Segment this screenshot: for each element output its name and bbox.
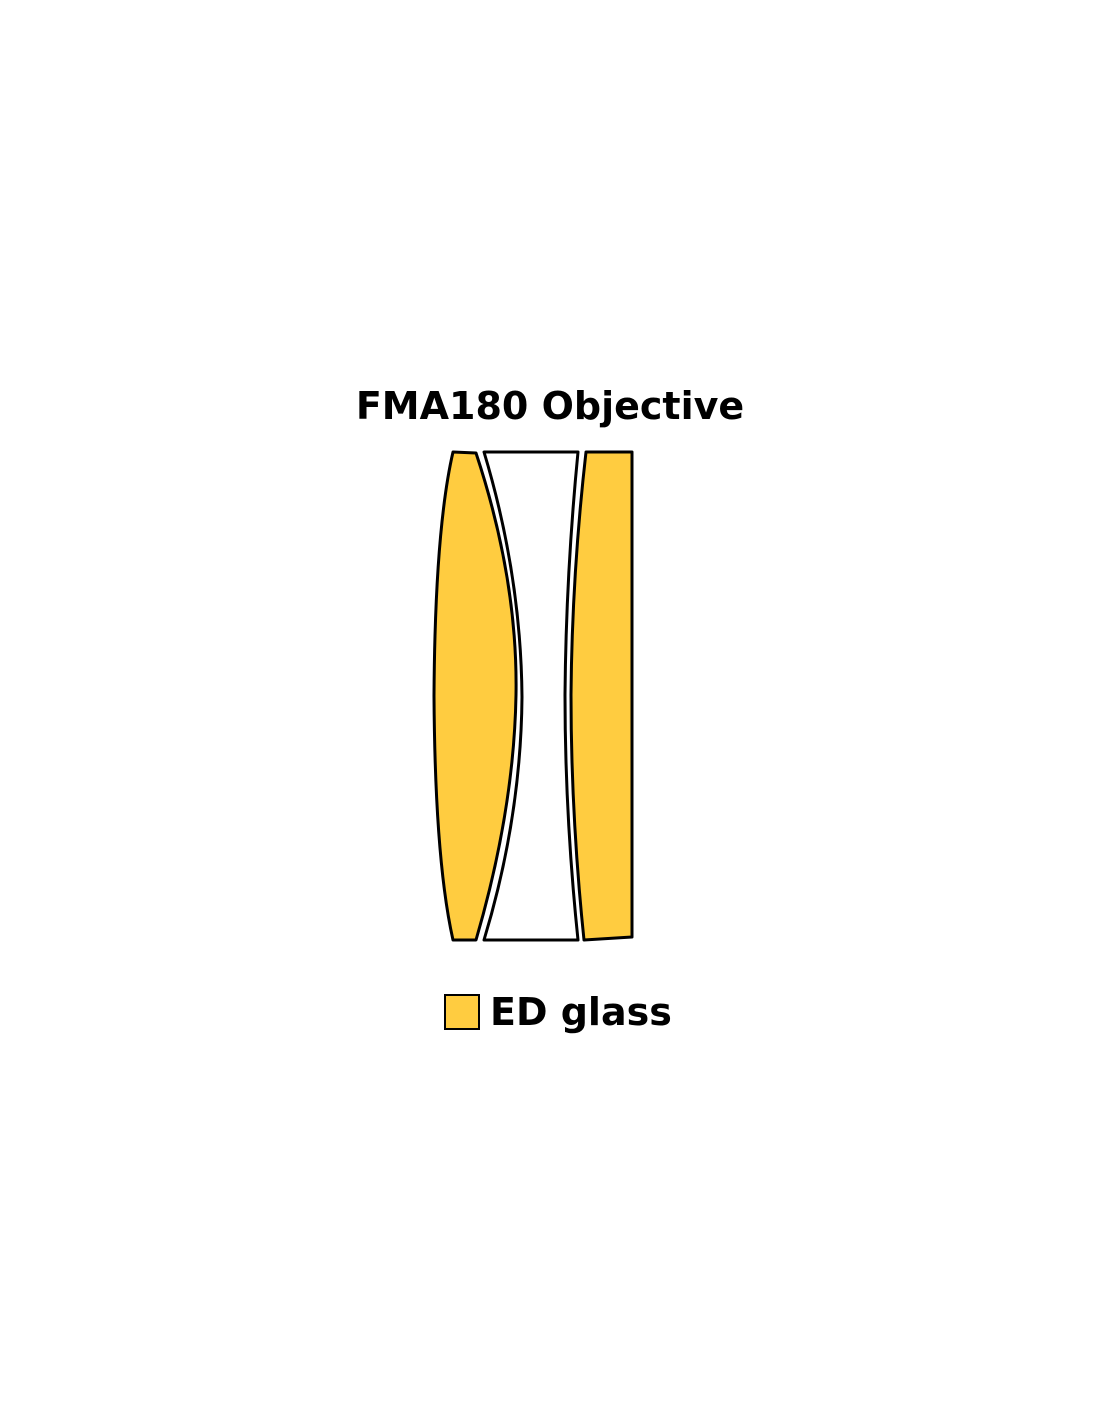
rear-lens-element: [569, 450, 634, 942]
legend-label: ED glass: [490, 990, 672, 1034]
front-lens-element: [432, 450, 518, 942]
middle-lens-element: [482, 450, 580, 942]
ed-glass-swatch: [444, 994, 480, 1030]
diagram-title: FMA180 Objective: [355, 384, 745, 428]
legend: ED glass: [444, 988, 672, 1036]
